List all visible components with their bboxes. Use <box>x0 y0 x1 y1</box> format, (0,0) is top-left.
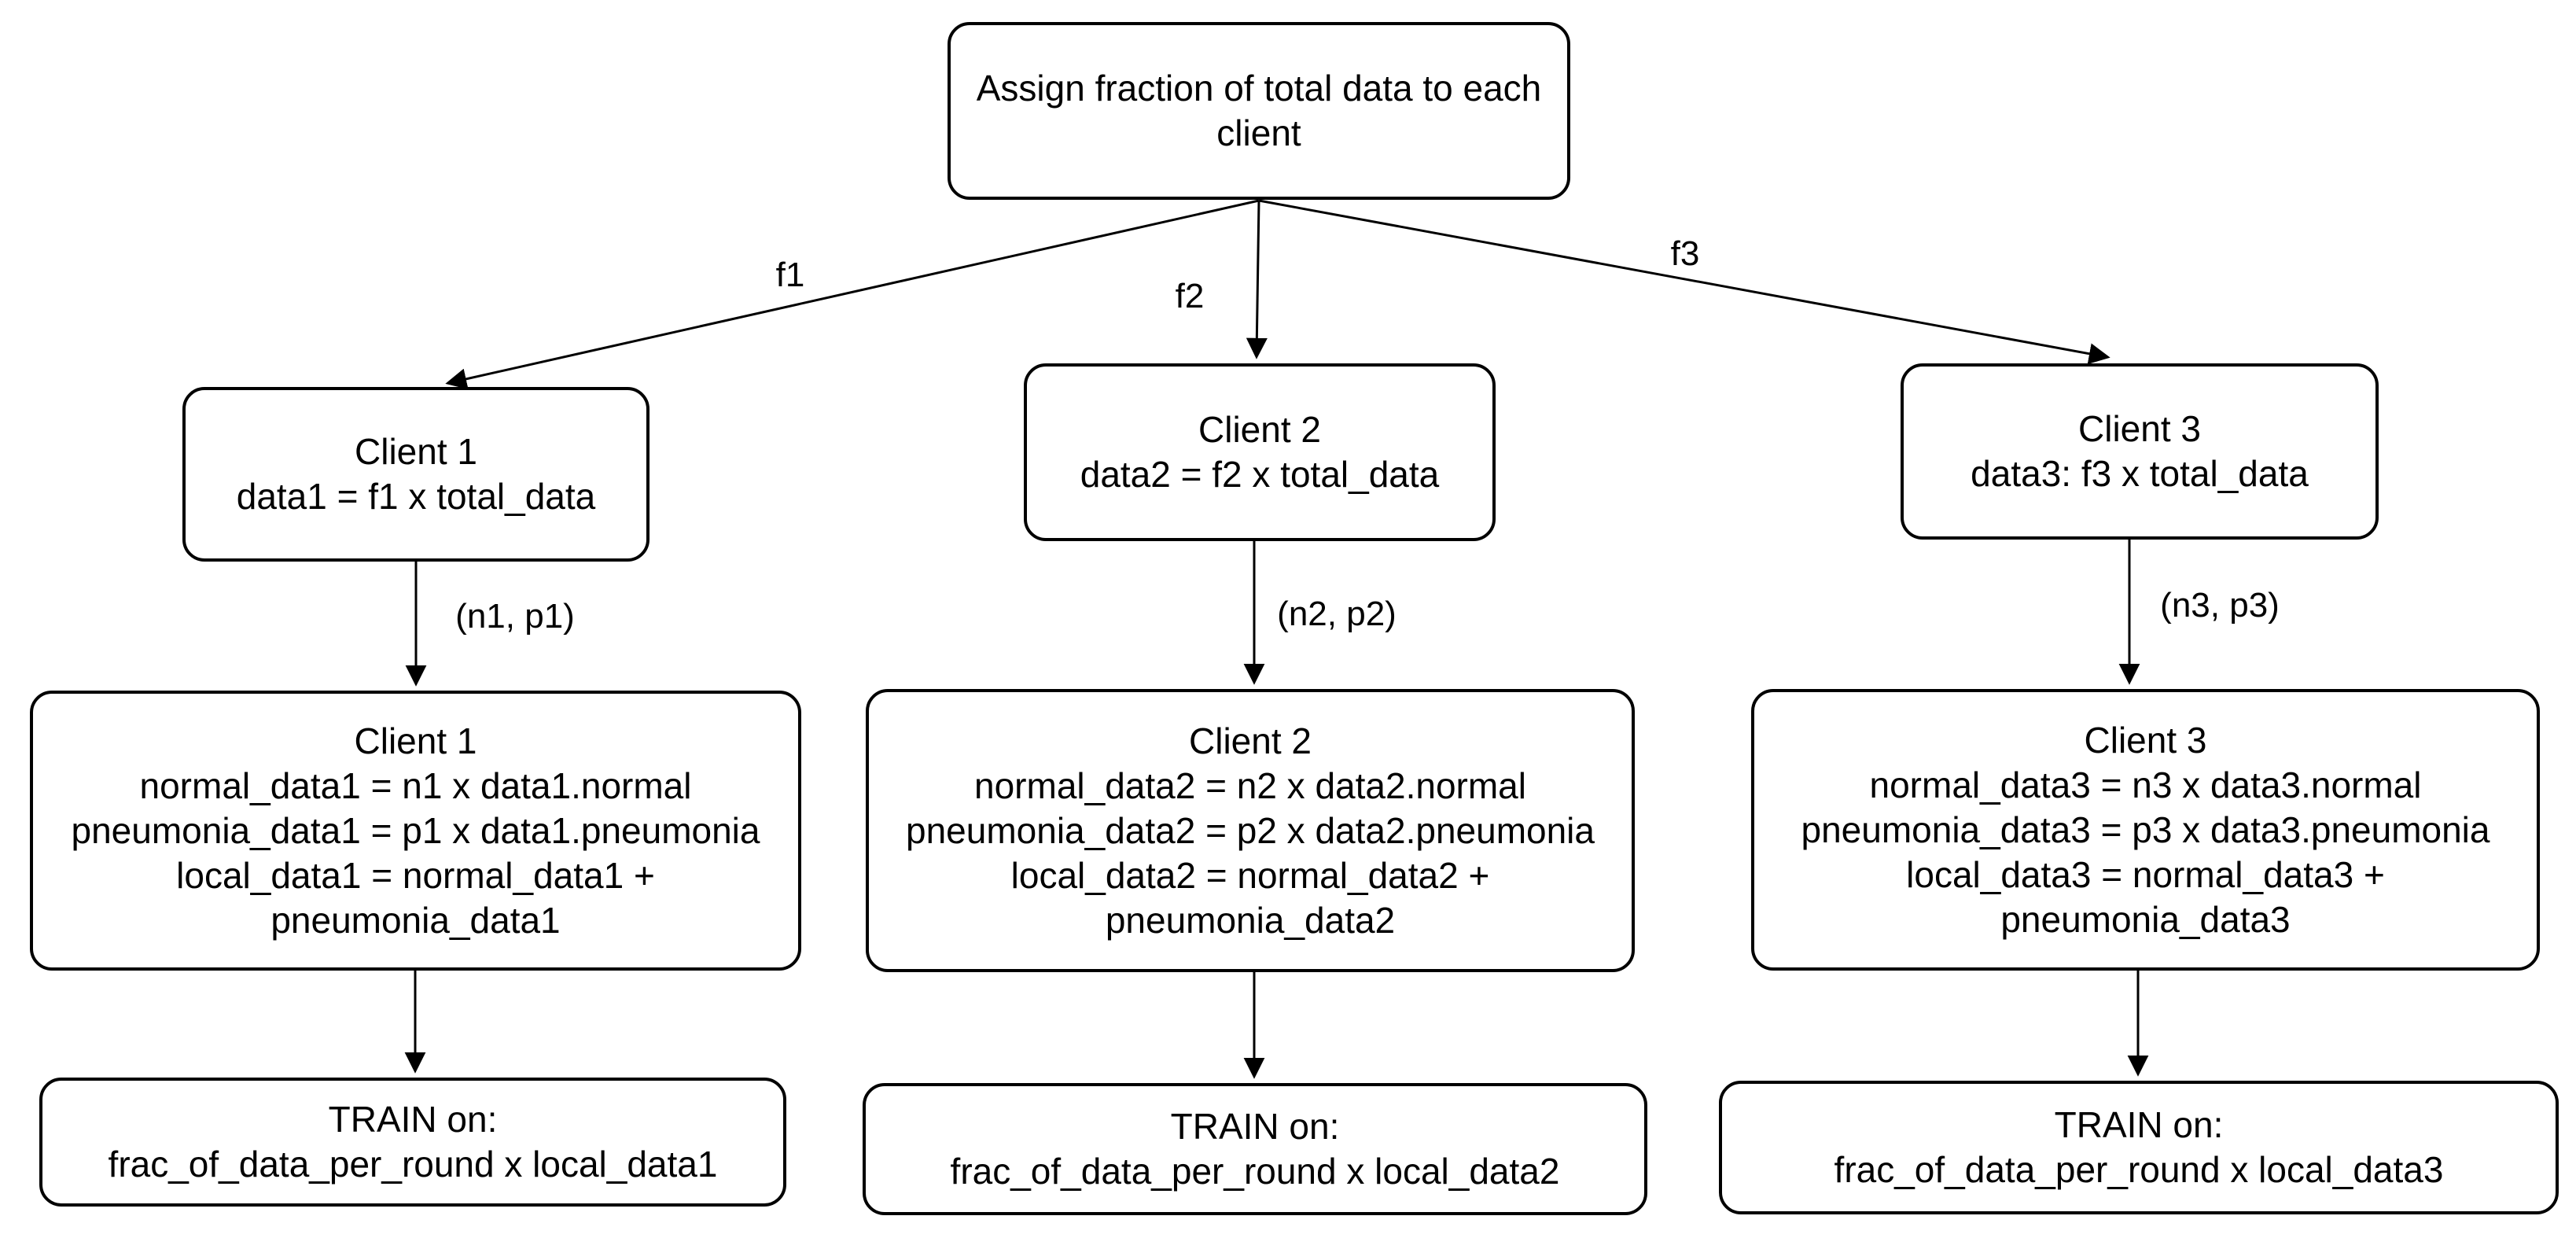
client1-train-formula: frac_of_data_per_round x local_data1 <box>108 1144 718 1185</box>
client1-split-box: Client 1 normal_data1 = n1 x data1.norma… <box>30 691 801 971</box>
edge-label-n1p1: (n1, p1) <box>449 597 581 636</box>
client1-split-line4: pneumonia_data1 <box>270 899 561 941</box>
client2-split-line2: pneumonia_data2 = p2 x data2.pneumonia <box>906 809 1595 851</box>
edge-label-f3-text: f3 <box>1670 234 1700 273</box>
edge-root-to-client1 <box>445 199 1260 390</box>
client3-split-title: Client 3 <box>2084 719 2207 761</box>
client2-train-formula: frac_of_data_per_round x local_data2 <box>950 1151 1560 1192</box>
client2-allocation-formula: data2 = f2 x total_data <box>1080 454 1440 495</box>
client3-train-box: TRAIN on: frac_of_data_per_round x local… <box>1719 1081 2559 1214</box>
edge-label-n1p1-text: (n1, p1) <box>455 597 575 636</box>
edge-label-n3p3: (n3, p3) <box>2154 586 2286 625</box>
edge-label-f2-text: f2 <box>1175 277 1205 315</box>
client1-allocation-formula: data1 = f1 x total_data <box>236 476 596 517</box>
client3-split-line3: local_data3 = normal_data3 + <box>1906 853 2385 895</box>
client2-train-title: TRAIN on: <box>1170 1106 1340 1147</box>
edge-label-n2p2-text: (n2, p2) <box>1277 595 1397 633</box>
client2-split-line3: local_data2 = normal_data2 + <box>1010 854 1490 896</box>
client1-split-line3: local_data1 = normal_data1 + <box>176 854 655 896</box>
client2-allocation-box: Client 2 data2 = f2 x total_data <box>1024 363 1496 541</box>
client2-allocation-title: Client 2 <box>1198 409 1321 450</box>
client2-split-box: Client 2 normal_data2 = n2 x data2.norma… <box>866 689 1635 972</box>
client1-train-box: TRAIN on: frac_of_data_per_round x local… <box>39 1078 786 1207</box>
root-box: Assign fraction of total data to each cl… <box>948 22 1570 200</box>
client3-allocation-formula: data3: f3 x total_data <box>1971 453 2309 494</box>
root-box-text: Assign fraction of total data to each cl… <box>976 68 1542 153</box>
client1-split-line2: pneumonia_data1 = p1 x data1.pneumonia <box>71 809 760 851</box>
client3-allocation-box: Client 3 data3: f3 x total_data <box>1901 363 2379 540</box>
client2-split-line1: normal_data2 = n2 x data2.normal <box>974 765 1526 806</box>
edge-root-to-client3 <box>1258 199 2110 365</box>
client2-split-title: Client 2 <box>1189 720 1312 761</box>
client2-train-box: TRAIN on: frac_of_data_per_round x local… <box>863 1083 1647 1215</box>
edge-label-f1: f1 <box>769 256 811 295</box>
client3-train-title: TRAIN on: <box>2054 1104 2224 1145</box>
client2-split-line4: pneumonia_data2 <box>1105 899 1396 941</box>
edge-label-f1-text: f1 <box>775 256 805 294</box>
client1-split-title: Client 1 <box>354 720 477 761</box>
edge-label-n2p2: (n2, p2) <box>1271 595 1403 634</box>
edge-root-to-client2 <box>1246 200 1268 359</box>
client1-allocation-box: Client 1 data1 = f1 x total_data <box>182 387 650 562</box>
client3-split-line1: normal_data3 = n3 x data3.normal <box>1869 764 2422 805</box>
client1-allocation-title: Client 1 <box>355 431 477 472</box>
client3-split-line4: pneumonia_data3 <box>2000 898 2291 940</box>
client3-split-box: Client 3 normal_data3 = n3 x data3.norma… <box>1751 689 2540 971</box>
client3-split-line2: pneumonia_data3 = p3 x data3.pneumonia <box>1801 809 2490 850</box>
edge-label-f2: f2 <box>1168 277 1211 316</box>
client3-train-formula: frac_of_data_per_round x local_data3 <box>1834 1149 2444 1190</box>
client1-split-line1: normal_data1 = n1 x data1.normal <box>139 765 692 806</box>
edge-label-n3p3-text: (n3, p3) <box>2160 586 2280 625</box>
client1-train-title: TRAIN on: <box>328 1099 498 1140</box>
client3-allocation-title: Client 3 <box>2078 408 2201 449</box>
edge-label-f3: f3 <box>1664 234 1706 274</box>
